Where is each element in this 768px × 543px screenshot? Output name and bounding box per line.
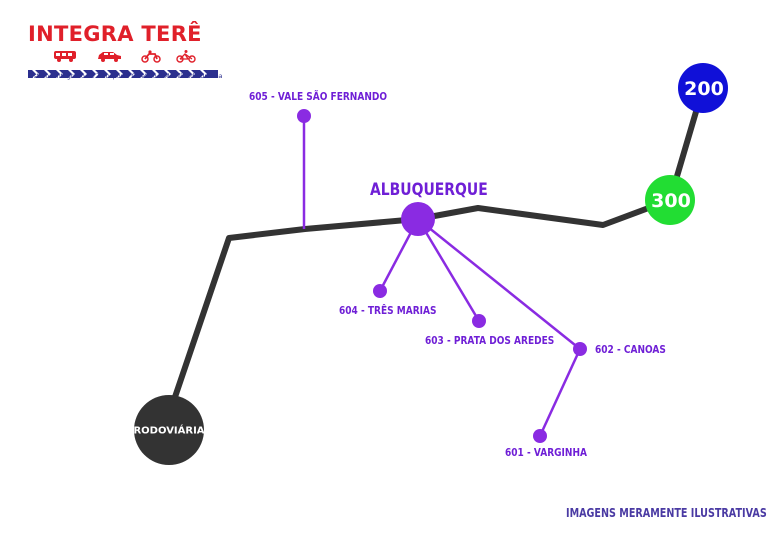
- branch-line-603: [416, 218, 481, 322]
- logo-vehicle-icons: [28, 48, 228, 63]
- bus-icon: [54, 51, 76, 62]
- logo-subtitle: Sistema Integrado de Transporte Coletivo…: [28, 73, 223, 80]
- stop-dot-602[interactable]: [573, 342, 587, 356]
- route-300-node[interactable]: [645, 175, 695, 225]
- branch-line-602: [417, 218, 581, 350]
- integra-tere-logo: INTEGRA TERÊ: [28, 22, 228, 80]
- stop-dot-603[interactable]: [472, 314, 486, 328]
- stop-dot-605[interactable]: [297, 109, 311, 123]
- stop-dot-601[interactable]: [533, 429, 547, 443]
- car-icon: [98, 52, 121, 62]
- branch-line-601: [538, 348, 582, 437]
- hub-node[interactable]: [401, 202, 435, 236]
- stop-label-603: 603 - PRATA DOS AREDES: [425, 334, 555, 347]
- motorcycle-icon: [141, 50, 161, 63]
- disclaimer-text: IMAGENS MERAMENTE ILUSTRATIVAS: [566, 506, 767, 520]
- bicycle-icon: [176, 50, 196, 63]
- route-200-node[interactable]: [678, 63, 728, 113]
- stop-label-605: 605 - VALE SÃO FERNANDO: [249, 90, 388, 103]
- terminal-label: RODOVIÁRIA: [133, 425, 205, 437]
- stop-label-604: 604 - TRÊS MARIAS: [339, 304, 437, 317]
- logo-title: INTEGRA TERÊ: [28, 22, 202, 46]
- stop-dot-604[interactable]: [373, 284, 387, 298]
- stop-label-601: 601 - VARGINHA: [505, 446, 587, 459]
- route-300-label: 300: [651, 190, 691, 212]
- stop-label-602: 602 - CANOAS: [595, 343, 666, 356]
- terminal-node[interactable]: [134, 395, 204, 465]
- route-200-label: 200: [684, 78, 724, 100]
- logo-chevron-stripe: [28, 63, 228, 78]
- hub-label: ALBUQUERQUE: [370, 180, 488, 200]
